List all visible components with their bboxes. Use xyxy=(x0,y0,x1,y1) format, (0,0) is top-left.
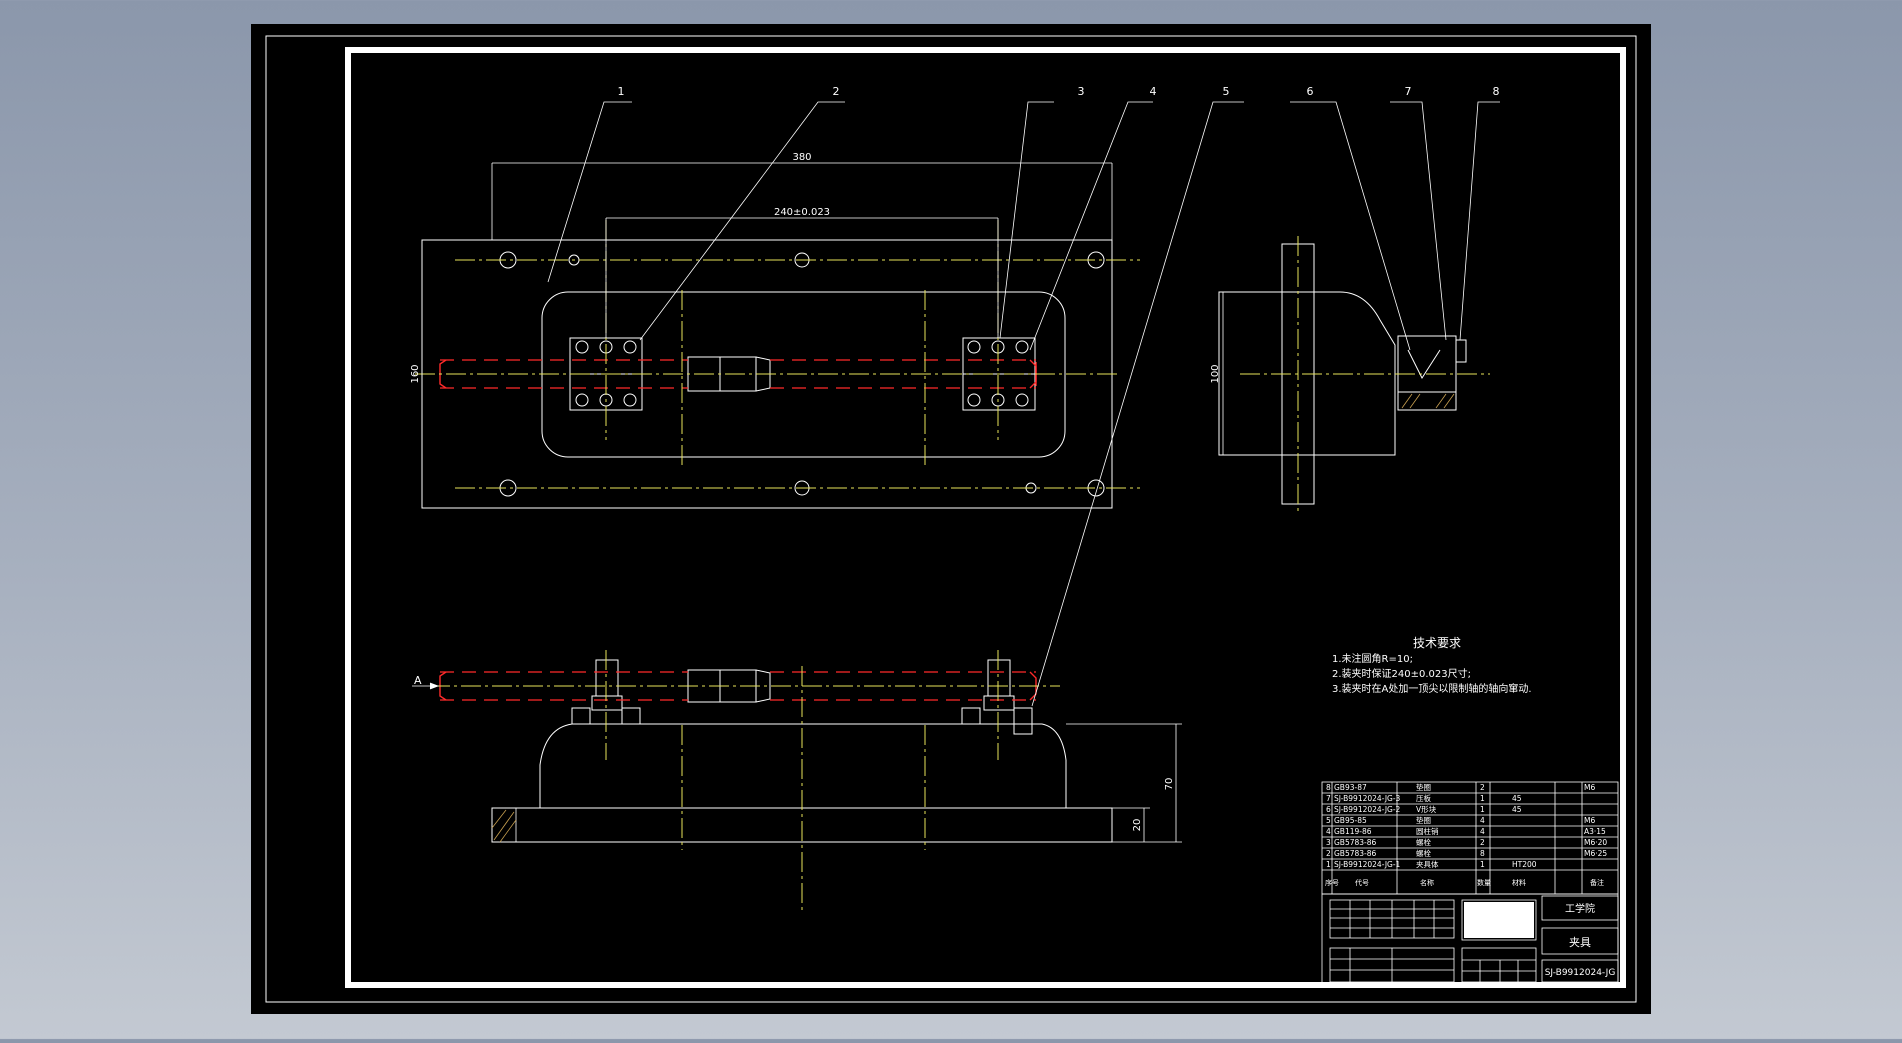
dim-centre-distance: 240±0.023 xyxy=(774,207,830,218)
title-logo-box xyxy=(1464,902,1534,938)
bom-cell-code: GB5783-86 xyxy=(1334,838,1377,847)
balloon-5: 5 xyxy=(1223,85,1230,98)
bom-header: 序号 代号 名称 数量 材料 备注 xyxy=(1325,878,1604,887)
part-name: 夹具 xyxy=(1569,936,1591,949)
bom-cell-qty: 4 xyxy=(1480,816,1485,825)
balloon-4: 4 xyxy=(1150,85,1157,98)
bom-cell-no: 4 xyxy=(1326,827,1331,836)
bom-cell-no: 8 xyxy=(1326,783,1331,792)
leader-lines xyxy=(547,101,1500,707)
bom-cell-material: 45 xyxy=(1512,805,1522,814)
balloon-7: 7 xyxy=(1405,85,1412,98)
bom-header-material: 材料 xyxy=(1512,878,1526,887)
front-hatch xyxy=(491,807,517,843)
tech-title: 技术要求 xyxy=(1413,636,1461,650)
tech-requirements: 技术要求 1.未注圆角R=10; 2.装夹时保证240±0.023尺寸; 3.装… xyxy=(1332,636,1532,695)
bom-cell-name: 压板 xyxy=(1416,793,1432,803)
side-hatch xyxy=(1401,393,1455,409)
title-block xyxy=(1321,893,1619,985)
bom-cell-name: V形块 xyxy=(1416,804,1437,814)
bom-cell-no: 7 xyxy=(1326,794,1331,803)
dim-overall-length: 380 xyxy=(792,152,811,163)
bom-cell-name: 圆柱销 xyxy=(1416,826,1439,836)
drawing-number: SJ-B9912024-JG xyxy=(1545,968,1616,978)
bom-cell-code: GB93-87 xyxy=(1334,783,1367,792)
bom-cell-no: 3 xyxy=(1326,838,1331,847)
bom-cell-name: 螺栓 xyxy=(1416,848,1432,858)
balloon-2: 2 xyxy=(833,85,840,98)
bom-table xyxy=(1321,781,1619,895)
title-block-text: 工学院 夹具 SJ-B9912024-JG xyxy=(1545,902,1616,978)
bom-cell-qty: 2 xyxy=(1480,783,1485,792)
bom-cell-no: 2 xyxy=(1326,849,1331,858)
dim-width: 160 xyxy=(410,364,421,383)
balloon-labels: 1 2 3 4 5 6 7 8 xyxy=(618,85,1500,98)
balloon-3: 3 xyxy=(1078,85,1085,98)
school-name: 工学院 xyxy=(1565,902,1595,915)
bom-cell-qty: 1 xyxy=(1480,794,1485,803)
view-label-a: A xyxy=(414,674,422,687)
sheet-outer-border xyxy=(265,35,1637,1003)
bom-cell-no: 6 xyxy=(1326,805,1331,814)
bom-cell-note: M6 xyxy=(1584,783,1595,792)
front-centerlines xyxy=(430,650,1060,910)
bom-header-qty: 数量 xyxy=(1477,878,1491,887)
side-body xyxy=(1218,291,1396,456)
balloon-6: 6 xyxy=(1307,85,1314,98)
top-dimensions xyxy=(421,162,1113,506)
bom-cell-note: M6·25 xyxy=(1584,849,1607,858)
bom-cell-code: GB119-86 xyxy=(1334,827,1372,836)
bom-cell-code: GB95-85 xyxy=(1334,816,1367,825)
bom-cell-note: M6 xyxy=(1584,816,1595,825)
bom-cell-name: 螺栓 xyxy=(1416,837,1432,847)
bom-cell-code: SJ-B9912024-JG-2 xyxy=(1334,805,1401,814)
bom-cell-material: HT200 xyxy=(1512,860,1537,869)
tech-item-2: 2.装夹时保证240±0.023尺寸; xyxy=(1332,667,1471,680)
bom-cell-qty: 1 xyxy=(1480,805,1485,814)
bom-cell-no: 1 xyxy=(1326,860,1331,869)
front-body xyxy=(539,723,1067,808)
dim-height-front: 70 xyxy=(1164,778,1175,791)
bom-cell-note: M6·20 xyxy=(1584,838,1607,847)
bom-cell-qty: 1 xyxy=(1480,860,1485,869)
bom-header-name: 名称 xyxy=(1420,878,1434,887)
bom-cell-qty: 8 xyxy=(1480,849,1485,858)
bom-cell-code: SJ-B9912024-JG-3 xyxy=(1334,794,1401,803)
front-shaft-hidden xyxy=(440,671,1036,701)
bom-cell-note: A3·15 xyxy=(1584,827,1606,836)
bom-cell-qty: 2 xyxy=(1480,838,1485,847)
bom-header-no: 序号 xyxy=(1325,878,1339,887)
tech-item-1: 1.未注圆角R=10; xyxy=(1332,652,1413,665)
top-shaft-hidden xyxy=(440,359,1036,389)
balloon-1: 1 xyxy=(618,85,625,98)
bom-header-code: 代号 xyxy=(1355,878,1369,887)
tech-item-3: 3.装夹时在A处加一顶尖以限制轴的轴向窜动. xyxy=(1332,682,1532,695)
balloon-8: 8 xyxy=(1493,85,1500,98)
bom-header-note: 备注 xyxy=(1590,878,1604,887)
bom-cell-name: 垫圈 xyxy=(1416,815,1431,825)
bom-cell-code: SJ-B9912024-JG-1 xyxy=(1334,860,1401,869)
sheet-inner-border xyxy=(345,47,1626,988)
bom-cell-no: 5 xyxy=(1326,816,1331,825)
dim-height-side: 100 xyxy=(1210,364,1221,383)
dim-base-thickness: 20 xyxy=(1132,819,1143,832)
side-centerlines xyxy=(1240,236,1490,512)
bom-cell-name: 垫圈 xyxy=(1416,782,1431,792)
bom-cell-material: 45 xyxy=(1512,794,1522,803)
bom-cell-name: 夹具体 xyxy=(1416,859,1439,869)
drawing-sheet xyxy=(251,24,1651,1014)
bom-cell-code: GB5783-86 xyxy=(1334,849,1377,858)
bom-cell-qty: 4 xyxy=(1480,827,1485,836)
front-dimensions xyxy=(412,682,1182,843)
